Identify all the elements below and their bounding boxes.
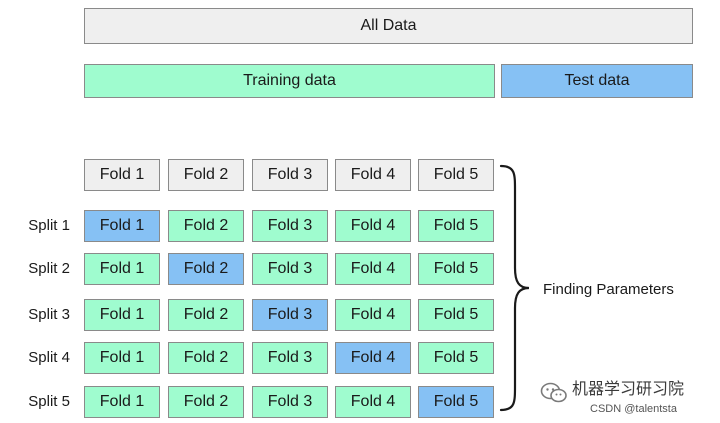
split-3-fold-3-test: Fold 3 [252,299,328,331]
split-1-fold-1-test: Fold 1 [84,210,160,242]
fold-label: Fold 5 [433,217,479,234]
split-5-fold-3-train: Fold 3 [252,386,328,418]
split-5-fold-2-train: Fold 2 [168,386,244,418]
fold-label: Fold 2 [183,393,229,410]
test-data-box: Test data [501,64,693,98]
split-3-fold-1-train: Fold 1 [84,299,160,331]
fold-label: Fold 1 [99,306,145,323]
fold-label: Fold 5 [433,166,479,183]
fold-label: Fold 5 [433,260,479,277]
split-1-fold-4-train: Fold 4 [335,210,411,242]
fold-label: Fold 2 [183,260,229,277]
split-2-fold-3-train: Fold 3 [252,253,328,285]
fold-label: Fold 3 [267,217,313,234]
test-data-label: Test data [564,72,630,89]
header-fold-4: Fold 4 [335,159,411,191]
fold-label: Fold 3 [267,260,313,277]
header-fold-1: Fold 1 [84,159,160,191]
watermark-csdn: CSDN @talentsta [590,403,677,415]
wechat-icon [540,382,567,403]
header-fold-2: Fold 2 [168,159,244,191]
split-3-fold-4-train: Fold 4 [335,299,411,331]
fold-label: Fold 3 [267,349,313,366]
training-data-label: Training data [243,72,336,89]
split-4-fold-1-train: Fold 1 [84,342,160,374]
fold-label: Fold 4 [350,349,396,366]
split-label-2: Split 2 [28,260,70,277]
fold-label: Fold 2 [183,306,229,323]
fold-label: Fold 5 [433,306,479,323]
split-1-fold-2-train: Fold 2 [168,210,244,242]
split-5-fold-4-train: Fold 4 [335,386,411,418]
split-4-fold-5-train: Fold 5 [418,342,494,374]
all-data-label: All Data [360,17,417,34]
split-1-fold-3-train: Fold 3 [252,210,328,242]
split-4-fold-2-train: Fold 2 [168,342,244,374]
finding-parameters-label: Finding Parameters [543,281,674,298]
fold-label: Fold 1 [99,349,145,366]
fold-label: Fold 1 [99,260,145,277]
fold-label: Fold 2 [183,166,229,183]
split-2-fold-2-test: Fold 2 [168,253,244,285]
fold-label: Fold 5 [433,393,479,410]
split-3-fold-2-train: Fold 2 [168,299,244,331]
curly-brace-icon [499,164,530,412]
header-fold-5: Fold 5 [418,159,494,191]
split-1-fold-5-train: Fold 5 [418,210,494,242]
split-5-fold-5-test: Fold 5 [418,386,494,418]
fold-label: Fold 3 [267,393,313,410]
all-data-box: All Data [84,8,693,44]
fold-label: Fold 3 [267,306,313,323]
header-fold-3: Fold 3 [252,159,328,191]
split-5-fold-1-train: Fold 1 [84,386,160,418]
training-data-box: Training data [84,64,495,98]
split-label-5: Split 5 [28,393,70,410]
split-label-4: Split 4 [28,349,70,366]
fold-label: Fold 2 [183,349,229,366]
fold-label: Fold 4 [350,306,396,323]
split-4-fold-4-test: Fold 4 [335,342,411,374]
fold-label: Fold 4 [350,260,396,277]
split-2-fold-1-train: Fold 1 [84,253,160,285]
fold-label: Fold 1 [99,217,145,234]
split-label-1: Split 1 [28,217,70,234]
split-2-fold-5-train: Fold 5 [418,253,494,285]
fold-label: Fold 1 [99,166,145,183]
fold-label: Fold 3 [267,166,313,183]
split-label-3: Split 3 [28,306,70,323]
fold-label: Fold 4 [350,393,396,410]
watermark-name: 机器学习研习院 [572,381,685,398]
split-3-fold-5-train: Fold 5 [418,299,494,331]
split-4-fold-3-train: Fold 3 [252,342,328,374]
fold-label: Fold 1 [99,393,145,410]
split-2-fold-4-train: Fold 4 [335,253,411,285]
fold-label: Fold 2 [183,217,229,234]
watermark: 机器学习研习院 CSDN @talentsta [540,380,716,420]
fold-label: Fold 5 [433,349,479,366]
fold-label: Fold 4 [350,217,396,234]
fold-label: Fold 4 [350,166,396,183]
